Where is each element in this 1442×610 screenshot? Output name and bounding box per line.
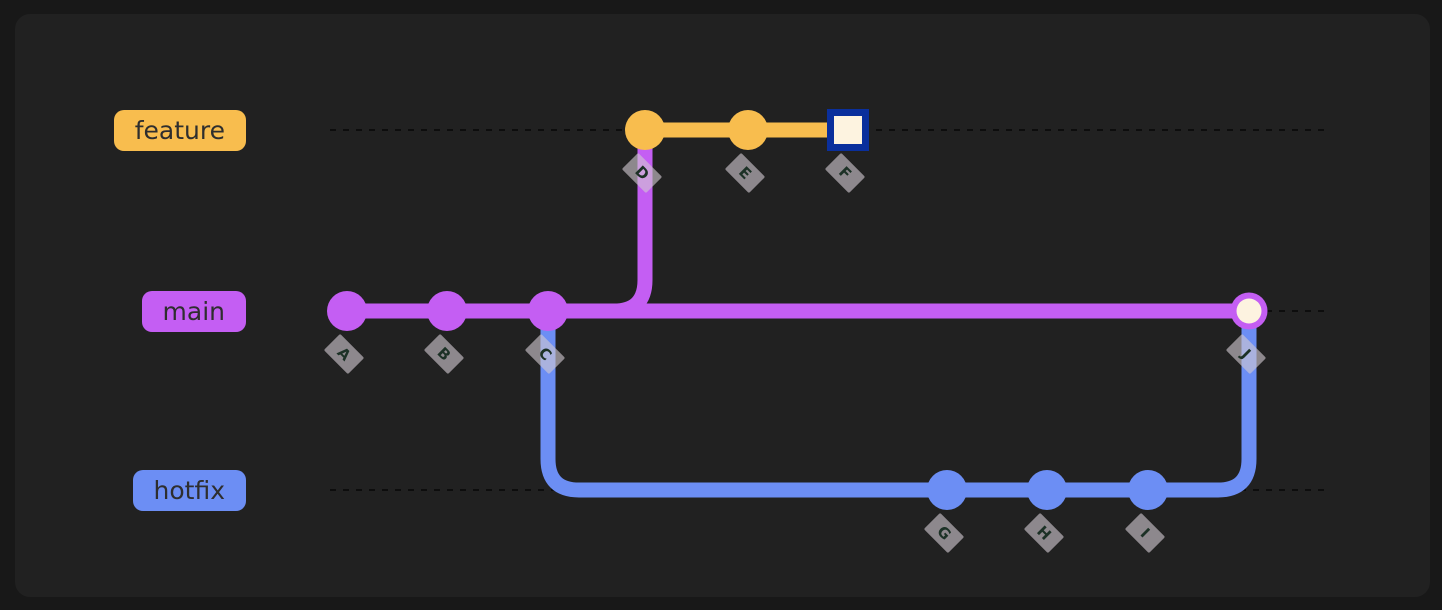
- commit-node-I: [1128, 470, 1168, 510]
- commit-id-box-A: [324, 334, 364, 374]
- commit-id-group-G: G: [924, 513, 964, 553]
- connection-I-J: [1148, 311, 1257, 498]
- commit-id-box-D: [622, 153, 662, 193]
- branch-label-main: main: [141, 290, 246, 332]
- branch-label-hotfix: hotfix: [132, 469, 246, 511]
- commit-id-group-E: E: [725, 153, 765, 193]
- commit-id-group-C: C: [525, 334, 565, 374]
- commit-node-inner-F: [834, 116, 862, 144]
- commit-id-box-E: [725, 153, 765, 193]
- commit-id-box-F: [825, 153, 865, 193]
- commit-id-group-J: J: [1226, 334, 1266, 374]
- commit-node-B: [427, 291, 467, 331]
- commit-node-G: [927, 470, 967, 510]
- commit-id-box-J: [1226, 334, 1266, 374]
- commit-node-E: [728, 110, 768, 150]
- commit-id-box-G: [924, 513, 964, 553]
- commit-node-inner-J: [1236, 298, 1262, 324]
- commit-node-A: [327, 291, 367, 331]
- commit-id-box-H: [1024, 513, 1064, 553]
- commit-node-C: [528, 291, 568, 331]
- commit-node-D: [625, 110, 665, 150]
- connection-C-G: [540, 311, 947, 498]
- commit-id-group-B: B: [424, 334, 464, 374]
- commit-id-group-F: F: [825, 153, 865, 193]
- commit-id-group-I: I: [1125, 513, 1165, 553]
- commit-id-box-I: [1125, 513, 1165, 553]
- commit-id-group-H: H: [1024, 513, 1064, 553]
- commit-id-box-B: [424, 334, 464, 374]
- connection-C-D: [548, 130, 653, 319]
- commit-id-box-C: [525, 334, 565, 374]
- commit-id-group-D: D: [622, 153, 662, 193]
- branch-label-feature: feature: [113, 109, 246, 151]
- commit-node-H: [1027, 470, 1067, 510]
- commit-id-group-A: A: [324, 334, 364, 374]
